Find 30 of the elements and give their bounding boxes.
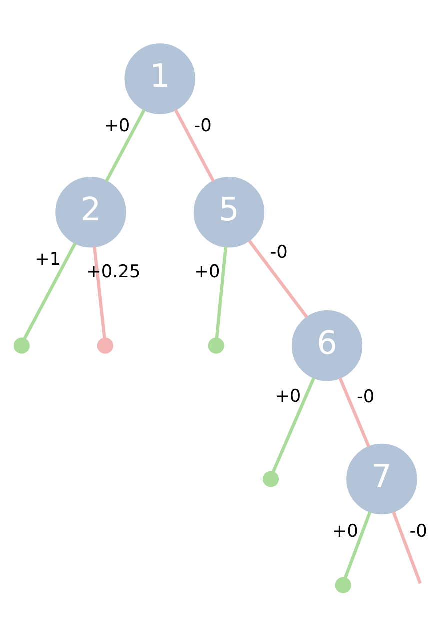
- edge-label: -0: [410, 522, 428, 542]
- node-circle: [262, 471, 280, 488]
- connector: [392, 512, 422, 584]
- connector: [174, 109, 216, 182]
- node-circle: 1: [124, 44, 196, 114]
- edge-label: +0: [104, 116, 130, 137]
- connector: [248, 240, 308, 318]
- connector: [93, 246, 106, 339]
- connector: [338, 378, 371, 448]
- connector: [215, 246, 228, 339]
- edge-label: +0: [194, 262, 220, 282]
- connector: [23, 242, 77, 340]
- node-circle: [97, 338, 114, 354]
- node-circle: [208, 338, 224, 354]
- node-circle: 7: [346, 444, 418, 515]
- edge-label: +0: [332, 522, 358, 542]
- connector: [272, 378, 316, 473]
- edge-label: +1: [35, 250, 62, 270]
- edge-label: -0: [357, 387, 375, 408]
- edge-label: -0: [270, 243, 288, 264]
- edge-label: -0: [194, 116, 212, 137]
- node-circle: 5: [194, 177, 265, 248]
- edge-label: +0: [275, 386, 302, 407]
- node-circle: 2: [56, 177, 126, 248]
- node-circle: 6: [292, 310, 363, 382]
- connector: [105, 109, 146, 182]
- edge-label: +0.25: [86, 262, 141, 282]
- node-circle: [14, 338, 30, 354]
- connector: [344, 512, 372, 579]
- node-circle: [335, 577, 352, 594]
